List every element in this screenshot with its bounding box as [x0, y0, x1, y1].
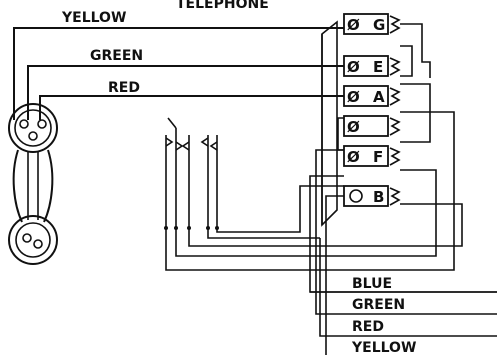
handset-wire-label-yellow: YELLOW	[61, 10, 126, 26]
line-wire-label-green: GREEN	[352, 297, 405, 313]
terminal-link-e-blank	[400, 83, 431, 143]
terminal-e: Ø E	[343, 55, 401, 77]
terminal-blank-box	[343, 115, 389, 137]
handset-wire-green	[27, 65, 344, 120]
hookswitch-wire-3	[188, 203, 463, 247]
line-wire-link-g	[400, 23, 431, 78]
terminal-g-box	[343, 13, 389, 35]
terminal-f-label: F	[373, 148, 383, 166]
hookswitch-contacts	[164, 117, 219, 230]
line-wire-label-blue: BLUE	[352, 276, 392, 292]
diagram-title: TELEPHONE	[176, 0, 269, 12]
hookswitch-wire-1	[165, 111, 455, 271]
terminal-g-screw-icon: Ø	[347, 16, 360, 34]
terminal-link-g-e	[400, 45, 413, 77]
terminal-a: Ø A	[343, 85, 401, 107]
terminal-a-screw-icon: Ø	[347, 88, 360, 106]
terminal-f: Ø F	[343, 145, 401, 167]
terminal-g: Ø G	[343, 13, 401, 35]
hookswitch-wire-2	[175, 169, 437, 257]
terminal-b-clip-icon	[389, 187, 401, 206]
terminal-blank-screw-icon: Ø	[347, 118, 360, 136]
terminal-strip-outline	[321, 20, 338, 227]
terminal-blank-clip-icon	[389, 117, 401, 136]
line-wire-label-yellow: YELLOW	[351, 340, 416, 355]
line-wire-green	[315, 149, 497, 315]
terminal-g-label: G	[373, 16, 385, 34]
terminal-e-screw-icon: Ø	[347, 58, 360, 76]
terminal-blank: Ø	[343, 115, 401, 137]
terminal-b: B	[343, 185, 401, 207]
terminal-b-screw-icon	[349, 189, 363, 203]
terminal-a-clip-icon	[389, 87, 401, 106]
hookswitch-wire-4	[207, 228, 320, 239]
line-wire-blue	[309, 175, 497, 293]
line-wire-yellow	[325, 195, 344, 355]
line-wire-red	[319, 238, 497, 337]
terminal-e-clip-icon	[389, 57, 401, 76]
handset-wire-red	[39, 95, 344, 120]
terminal-f-box	[343, 145, 389, 167]
handset-wire-label-green: GREEN	[90, 48, 143, 64]
terminal-a-label: A	[373, 88, 385, 106]
terminal-b-label: B	[373, 188, 384, 206]
handset-wire-label-red: RED	[108, 80, 140, 96]
handset-icon	[8, 103, 58, 265]
line-wire-label-red: RED	[352, 319, 384, 335]
hookswitch-wire-5	[216, 185, 344, 233]
terminal-g-clip-icon	[389, 15, 401, 34]
terminal-e-label: E	[373, 58, 383, 76]
handset-wire-yellow	[13, 27, 344, 120]
terminal-f-clip-icon	[389, 147, 401, 166]
terminal-f-screw-icon: Ø	[347, 148, 360, 166]
